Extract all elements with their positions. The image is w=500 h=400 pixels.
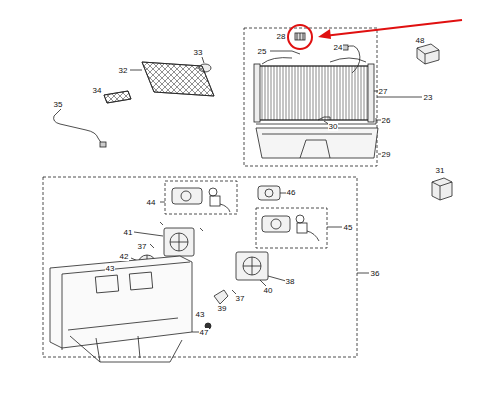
callout-number: 45 (343, 223, 354, 232)
callout-number: 26 (381, 116, 392, 125)
callout-number: 37 (235, 294, 246, 303)
callout-number: 47 (199, 328, 210, 337)
callout-number: 23 (423, 93, 434, 102)
callout-number: 42 (119, 252, 130, 261)
callout-number: 28 (276, 32, 287, 41)
callout-number: 46 (286, 188, 297, 197)
callout-number: 39 (217, 304, 228, 313)
callout-number: 36 (370, 269, 381, 278)
callout-number: 37 (137, 242, 148, 251)
callout-number: 43 (105, 264, 116, 273)
callout-number: 35 (53, 100, 64, 109)
callout-number: 33 (193, 48, 204, 57)
callout-number: 31 (435, 166, 446, 175)
callout-number: 41 (123, 228, 134, 237)
callout-number: 40 (263, 286, 274, 295)
callout-number: 32 (118, 66, 129, 75)
callout-number: 34 (92, 86, 103, 95)
callout-number: 29 (381, 150, 392, 159)
callout-number: 44 (146, 198, 157, 207)
callout-number: 43 (195, 310, 206, 319)
callout-number: 48 (415, 36, 426, 45)
callout-number: 30 (328, 122, 339, 131)
callout-number: 38 (285, 277, 296, 286)
callout-number: 24 (333, 43, 344, 52)
callout-number: 27 (378, 87, 389, 96)
callout-number: 25 (257, 47, 268, 56)
